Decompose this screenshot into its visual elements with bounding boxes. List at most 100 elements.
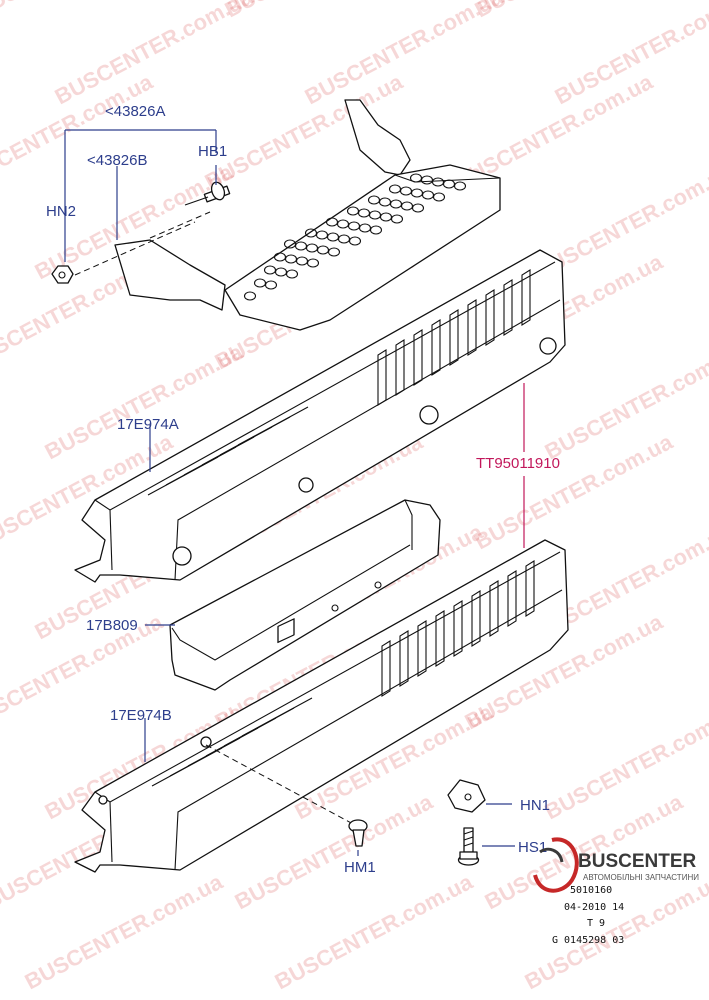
upper-step-17e974a <box>74 249 566 583</box>
step-groove <box>237 406 309 446</box>
tread-hole <box>327 247 341 257</box>
callout-43826b: <43826B <box>87 152 147 169</box>
callout-17e974b: 17E974B <box>110 707 172 724</box>
tread-hole <box>263 265 277 275</box>
tread-hole <box>285 269 299 279</box>
callout-17e974a: 17E974A <box>117 416 179 433</box>
tread-hole <box>346 206 360 216</box>
tread-hole <box>410 188 424 198</box>
lower-step-hole <box>200 736 212 748</box>
callout-hn1: HN1 <box>520 797 550 814</box>
callout-hn2: HN2 <box>46 203 76 220</box>
tread-hole <box>357 208 371 218</box>
tread-hole <box>274 267 288 277</box>
step-bracket <box>114 99 501 331</box>
tread-hole <box>379 212 393 222</box>
lower-step-ribs <box>151 560 535 787</box>
tread-hole <box>358 223 372 233</box>
nut-hn2 <box>51 265 74 284</box>
callout-hs1: HS1 <box>518 839 547 856</box>
drawing-stamp: 5010160 04-2010 14 T 9 G 0145298 03 <box>552 885 624 946</box>
watermark-text: BUSCENTER.com.ua <box>521 869 709 995</box>
step-rib <box>521 269 531 326</box>
screw-hs1 <box>457 827 480 866</box>
step-rib <box>399 630 409 687</box>
callout-17b809: 17B809 <box>86 617 138 634</box>
tread-hole <box>304 228 318 238</box>
tread-hole <box>243 291 257 301</box>
tread-hole <box>253 278 267 288</box>
tread-hole <box>453 181 467 191</box>
tread-hole <box>347 221 361 231</box>
stamp-line: 04-2010 14 <box>564 902 624 913</box>
logo-tagline: АВТОМОБІЛЬНІ ЗАПЧАСТИНИ <box>583 873 699 882</box>
logo-brand: BUSCENTER <box>578 851 697 872</box>
tread-hole <box>368 210 382 220</box>
step-rib <box>485 289 495 346</box>
tread-hole <box>400 201 414 211</box>
upper-step-hole <box>419 405 439 425</box>
tread-hole <box>442 179 456 189</box>
tread-hole <box>336 219 350 229</box>
callout-leaders <box>64 129 525 856</box>
tread-holes <box>243 173 467 301</box>
tread-hole <box>421 190 435 200</box>
step-rib <box>449 309 459 366</box>
tread-hole <box>409 173 423 183</box>
clip-hn1 <box>447 779 486 813</box>
tread-hole <box>305 243 319 253</box>
step-rib <box>525 560 535 617</box>
tread-hole <box>432 192 446 202</box>
tread-hole <box>284 254 298 264</box>
upper-step-hole <box>298 477 314 493</box>
watermark-text: BUSCENTER.com.ua <box>541 699 709 825</box>
step-rib <box>435 610 445 667</box>
tread-hole <box>306 258 320 268</box>
tread-hole <box>411 203 425 213</box>
step-rib <box>417 620 427 677</box>
tread-hole <box>348 236 362 246</box>
stamp-line: T 9 <box>587 918 605 929</box>
tread-hole <box>315 230 329 240</box>
watermark-text: BUSCENTER.com.ua <box>21 869 228 995</box>
tread-hole <box>369 225 383 235</box>
step-rib <box>381 640 391 697</box>
lower-step-17e974b <box>74 539 569 873</box>
step-rib <box>395 339 405 396</box>
step-rib <box>413 329 423 386</box>
watermark-text: BUSCENTER.com.ua <box>301 0 508 109</box>
tread-hole <box>337 234 351 244</box>
upper-step-hole <box>539 337 557 355</box>
tread-hole <box>325 217 339 227</box>
step-rib <box>453 600 463 657</box>
watermark-text: BUSCENTER.com.ua <box>51 0 258 109</box>
bolt-hb1 <box>184 181 231 206</box>
stamp-line: 5010160 <box>570 885 612 896</box>
tread-hole <box>431 177 445 187</box>
reinforcement-17b809 <box>169 499 441 691</box>
upper-step-ribs <box>147 269 531 496</box>
watermark-text: BUSCENTER.com.ua <box>271 869 478 995</box>
step-groove <box>241 697 313 737</box>
callout-hb1: HB1 <box>198 143 227 160</box>
stamp-line: G 0145298 03 <box>552 935 624 946</box>
step-rib <box>377 349 387 406</box>
step-rib <box>471 590 481 647</box>
tread-hole <box>367 195 381 205</box>
hn2-assembly-line <box>74 211 211 276</box>
step-rib <box>503 279 513 336</box>
tread-hole <box>388 184 402 194</box>
callout-tt95011910: TT95011910 <box>476 455 560 472</box>
tread-hole <box>389 199 403 209</box>
tread-hole <box>316 245 330 255</box>
watermark-text: BUSCENTER.com.ua <box>0 0 177 22</box>
tread-hole <box>264 280 278 290</box>
step-rib <box>489 580 499 637</box>
tread-hole <box>295 256 309 266</box>
step-rib <box>507 570 517 627</box>
lower-step-hole <box>98 795 108 805</box>
callout-43826a: <43826A <box>105 103 165 120</box>
step-rib <box>431 319 441 376</box>
tread-hole <box>273 252 287 262</box>
